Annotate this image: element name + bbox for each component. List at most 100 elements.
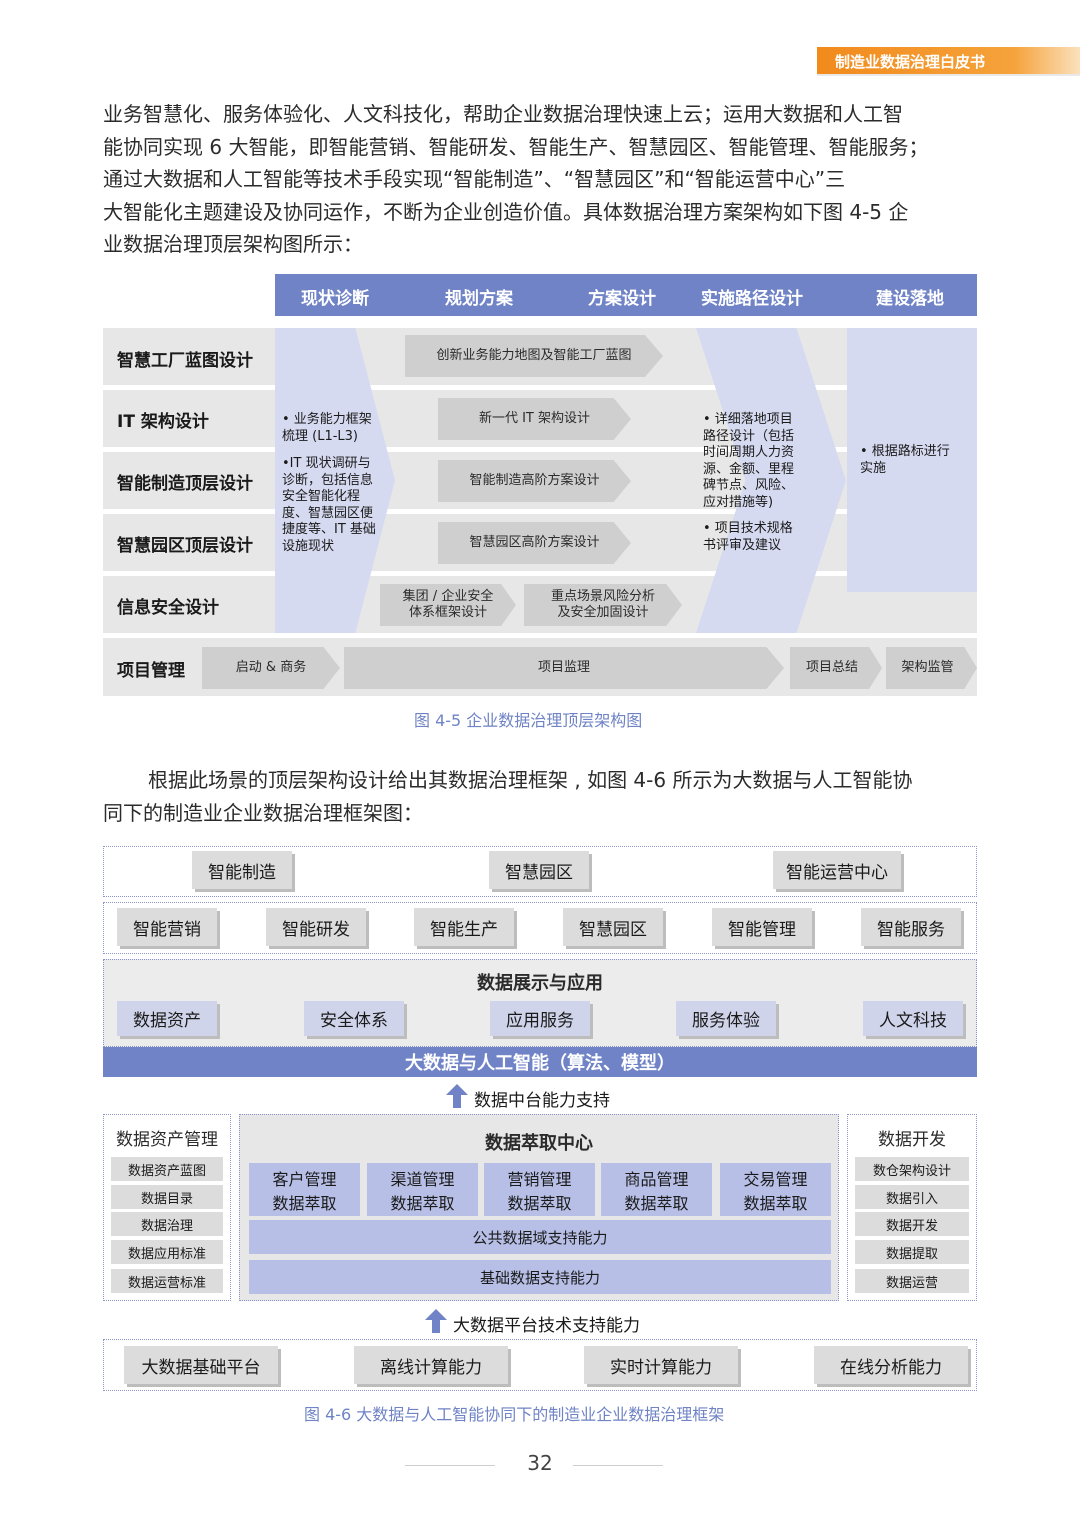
pm-step: 项目监理 xyxy=(344,647,784,689)
arrow-label: 大数据平台技术支持能力 xyxy=(453,1316,640,1336)
bullet-line: 碑节点、风险、 xyxy=(703,478,795,493)
ai-bar: 大数据与人工智能（算法、模型） xyxy=(103,1047,977,1077)
bullet-line: 梳理 (L1-L3) xyxy=(282,428,358,444)
pm-step: 项目总结 xyxy=(790,647,882,689)
dev-item: 数据运营 xyxy=(855,1269,969,1293)
paragraph-line: 根据此场景的顶层架构设计给出其数据治理框架 , 如图 4-6 所示为大数据与人工… xyxy=(148,768,913,792)
smart-box: 智慧园区 xyxy=(563,908,663,946)
design-item: 创新业务能力地图及智能工厂蓝图 xyxy=(405,335,663,377)
path-bullet: • 项目技术规格 书评审及建议 xyxy=(703,521,793,554)
row-label: 信息安全设计 xyxy=(117,598,219,618)
extraction-item-label: 交易管理 xyxy=(743,1169,808,1189)
smart-box: 智能营销 xyxy=(117,908,217,946)
pm-step: 架构监管 xyxy=(886,647,977,689)
smart-frame xyxy=(103,902,977,954)
diagnosis-bullet: • 业务能力框架 梳理 (L1-L3) xyxy=(282,412,372,445)
design-item-label: 及安全加固设计 xyxy=(557,605,649,620)
bullet-line: 应对措施等) xyxy=(703,494,774,510)
asset-mgmt-item: 数据治理 xyxy=(111,1212,223,1236)
header-divider xyxy=(817,74,1080,76)
figure-caption: 图 4-5 企业数据治理顶层架构图 xyxy=(414,711,643,730)
extraction-item: 商品管理数据萃取 xyxy=(601,1163,712,1216)
bullet-line: 时间周期人力资 xyxy=(703,445,795,460)
design-item: 重点场景风险分析及安全加固设计 xyxy=(524,584,682,626)
platform-box: 大数据基础平台 xyxy=(124,1346,278,1384)
phase-header: 现状诊断 规划方案 方案设计 实施路径设计 建设落地 xyxy=(275,274,977,316)
design-item-label: 体系框架设计 xyxy=(408,605,487,620)
bullet-line: 捷度等、IT 基础 xyxy=(282,522,376,537)
dev-title: 数据开发 xyxy=(878,1130,946,1150)
paragraph-1: 业务智慧化、服务体验化、人文科技化，帮助企业数据治理快速上云；运用大数据和人工智… xyxy=(103,98,979,261)
paragraph-line: 业务智慧化、服务体验化、人文科技化，帮助企业数据治理快速上云；运用大数据和人工智 xyxy=(103,102,903,126)
arrow-up-icon xyxy=(446,1084,468,1108)
platform-frame xyxy=(103,1339,977,1391)
dev-item: 数据提取 xyxy=(855,1240,969,1264)
extraction-title: 数据萃取中心 xyxy=(485,1133,593,1154)
display-item: 服务体验 xyxy=(676,1001,776,1036)
phase-label: 实施路径设计 xyxy=(701,289,803,309)
smart-box: 智能服务 xyxy=(861,908,961,946)
bullet-line: 源、金额、里程 xyxy=(703,461,795,477)
platform-box: 在线分析能力 xyxy=(814,1346,968,1384)
themes-frame xyxy=(103,846,977,897)
header-badge: 制造业数据治理白皮书 xyxy=(817,47,1080,75)
asset-mgmt-item: 数据目录 xyxy=(111,1185,223,1209)
public-domain-bar: 公共数据域支持能力 xyxy=(249,1220,831,1254)
display-item: 安全体系 xyxy=(304,1001,404,1036)
extraction-item-label: 商品管理 xyxy=(624,1169,689,1189)
smart-box: 智能研发 xyxy=(266,908,366,946)
diagnosis-bullet: •IT 现状调研与 诊断，包括信息 安全智能化程 度、智慧园区便 捷度等、IT … xyxy=(282,456,376,555)
design-item: 智能制造高阶方案设计 xyxy=(438,460,631,502)
pm-step: 启动 & 商务 xyxy=(202,647,340,689)
extraction-item-label: 数据萃取 xyxy=(272,1193,337,1213)
design-item: 新一代 IT 架构设计 xyxy=(438,398,631,440)
paragraph-line: 大智能化主题建设及协同运作，不断为企业创造价值。具体数据治理方案架构如下图 4-… xyxy=(103,199,909,224)
paragraph-2: 根据此场景的顶层架构设计给出其数据治理框架 , 如图 4-6 所示为大数据与人工… xyxy=(103,764,979,829)
bullet-line: 度、智慧园区便 xyxy=(282,505,374,521)
pm-step-label: 项目总结 xyxy=(805,660,858,675)
extraction-item-label: 客户管理 xyxy=(272,1169,337,1189)
bullet-line: 诊断，包括信息 xyxy=(282,472,374,488)
extraction-item: 交易管理数据萃取 xyxy=(720,1163,831,1216)
bullet-line: • 业务能力框架 xyxy=(282,412,372,427)
phase-label: 现状诊断 xyxy=(301,289,369,309)
phase-label: 规划方案 xyxy=(445,289,513,309)
display-item: 人文科技 xyxy=(863,1001,963,1036)
row-label: 智慧园区顶层设计 xyxy=(117,536,253,556)
dev-item: 数据引入 xyxy=(855,1185,969,1209)
paragraph-line: 业数据治理顶层架构图所示： xyxy=(103,232,363,256)
extraction-item-label: 渠道管理 xyxy=(390,1169,455,1189)
bullet-line: 路径设计（包括 xyxy=(703,428,795,444)
extraction-item: 渠道管理数据萃取 xyxy=(367,1163,478,1216)
dev-item: 数据开发 xyxy=(855,1212,969,1236)
bullet-line: • 详细落地项目 xyxy=(703,412,793,427)
bullet-line: • 根据路标进行 xyxy=(860,444,950,459)
base-data-bar: 基础数据支持能力 xyxy=(249,1260,831,1294)
display-title: 数据展示与应用 xyxy=(477,973,603,994)
design-item-label: 集团 / 企业安全 xyxy=(402,589,494,604)
design-item: 集团 / 企业安全体系框架设计 xyxy=(380,584,516,626)
phase-label: 方案设计 xyxy=(588,289,656,309)
row-label: 项目管理 xyxy=(117,661,185,681)
arrow-up-icon xyxy=(425,1309,447,1333)
header-title: 制造业数据治理白皮书 xyxy=(835,53,986,71)
design-item-label: 重点场景风险分析 xyxy=(550,589,655,604)
path-bullet: • 详细落地项目 路径设计（包括 时间周期人力资 源、金额、里程 碑节点、风险、… xyxy=(703,412,794,511)
display-item: 应用服务 xyxy=(490,1001,590,1036)
smart-box: 智能管理 xyxy=(712,908,812,946)
design-item-label: 创新业务能力地图及智能工厂蓝图 xyxy=(436,348,632,363)
asset-mgmt-title: 数据资产管理 xyxy=(116,1130,218,1150)
design-item-label: 智能制造高阶方案设计 xyxy=(469,473,600,488)
asset-mgmt-item: 数据资产蓝图 xyxy=(111,1157,223,1181)
bullet-line: • 项目技术规格 xyxy=(703,521,793,536)
bullet-line: 设施现状 xyxy=(282,538,335,554)
theme-box: 智慧园区 xyxy=(489,851,589,889)
pm-step-label: 项目监理 xyxy=(537,660,590,675)
bullet-line: •IT 现状调研与 xyxy=(282,456,371,471)
arrow-label: 数据中台能力支持 xyxy=(474,1091,610,1111)
extraction-item-label: 数据萃取 xyxy=(507,1193,572,1213)
page-number-rule xyxy=(405,1465,495,1466)
row-label: 智能制造顶层设计 xyxy=(117,474,253,494)
display-item: 数据资产 xyxy=(117,1001,217,1036)
extraction-item-label: 营销管理 xyxy=(507,1169,572,1189)
